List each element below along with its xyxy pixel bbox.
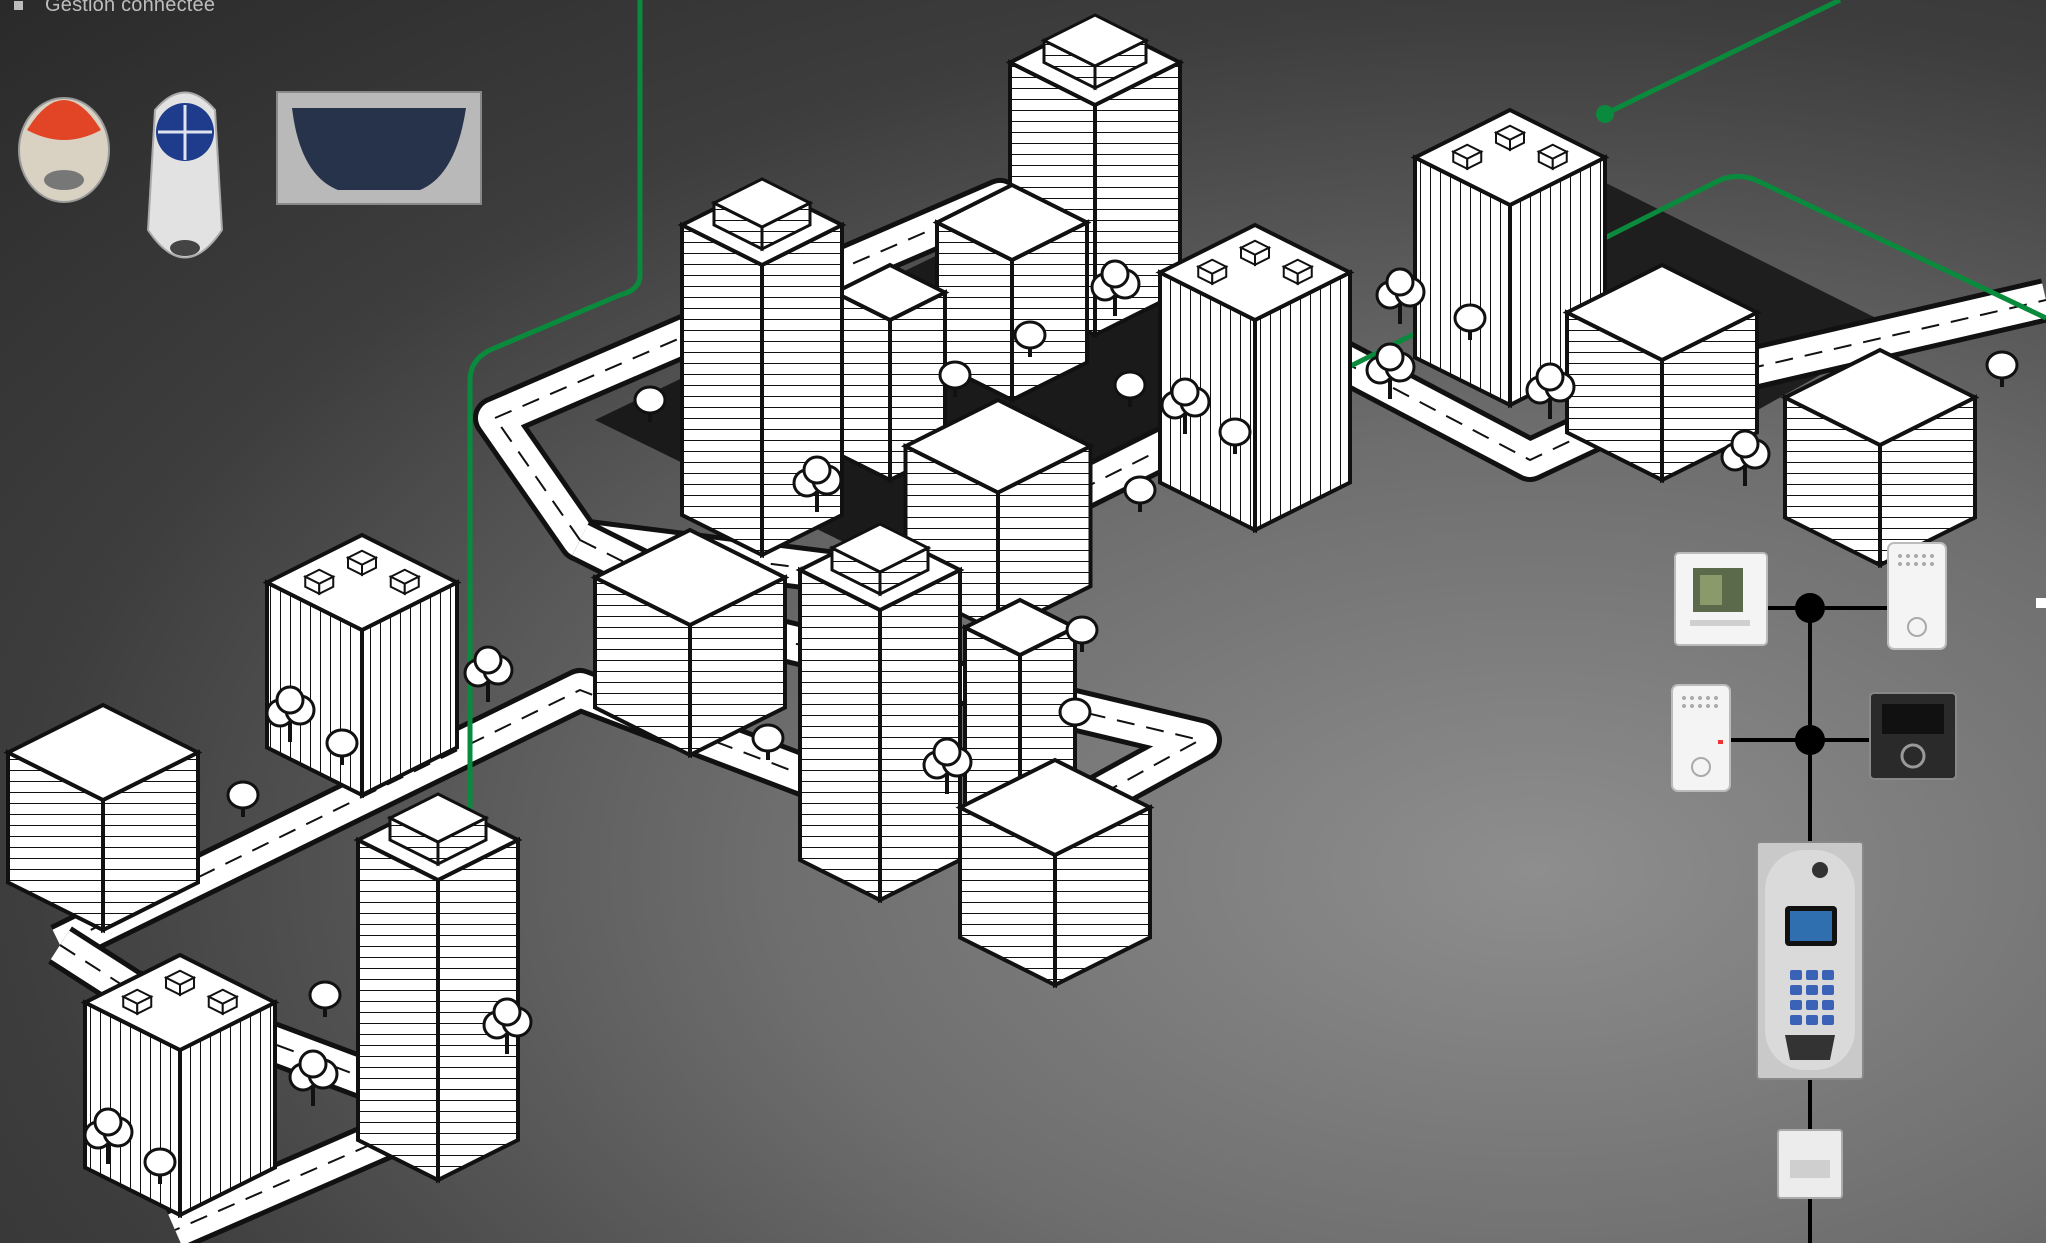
tree-icon bbox=[265, 685, 316, 742]
bus-junction bbox=[1795, 593, 1825, 623]
tree-icon bbox=[83, 1107, 134, 1164]
door-entry-panel-icon bbox=[1756, 841, 1864, 1080]
tower-building bbox=[795, 522, 965, 904]
audio-interphone-icon bbox=[1887, 542, 1947, 650]
tree-icon bbox=[792, 455, 843, 512]
office-building bbox=[590, 527, 790, 759]
street-lamp-icon bbox=[308, 980, 342, 1017]
street-lamp-icon bbox=[1058, 697, 1092, 734]
keyfob-red-icon bbox=[18, 97, 110, 203]
street-lamp-icon bbox=[633, 385, 667, 422]
bus-junction bbox=[1795, 725, 1825, 755]
video-monitor-black-icon bbox=[1869, 692, 1957, 780]
bus-junctions bbox=[1795, 593, 1825, 755]
remote-control-icon bbox=[146, 91, 224, 259]
network-links bbox=[467, 0, 2046, 1045]
caption: Gestion connectée bbox=[14, 0, 215, 17]
bullet-icon bbox=[14, 1, 23, 11]
caption-text: Gestion connectée bbox=[45, 0, 216, 16]
office-building bbox=[1562, 262, 1762, 484]
street-lamp-icon bbox=[1985, 350, 2019, 387]
power-supply-module-icon bbox=[1777, 1129, 1843, 1199]
link-left bbox=[467, 0, 643, 1045]
tree-icon bbox=[1090, 259, 1141, 316]
link-right bbox=[1305, 174, 2046, 391]
street-lamp-icon bbox=[1218, 417, 1252, 454]
tree-icon bbox=[463, 645, 514, 702]
tower-building bbox=[353, 792, 523, 1184]
tower-building bbox=[677, 177, 847, 559]
office-building bbox=[1780, 347, 1980, 569]
street-lamp-icon bbox=[1013, 320, 1047, 357]
tree-icon bbox=[1525, 362, 1576, 419]
street-lamp-icon bbox=[1123, 475, 1157, 512]
tree-icon bbox=[482, 997, 533, 1054]
office-building bbox=[262, 532, 462, 799]
office-building bbox=[955, 757, 1155, 989]
office-building bbox=[1155, 222, 1355, 534]
link-top-right bbox=[1603, 0, 1842, 117]
tree-icon bbox=[922, 737, 973, 794]
link-node bbox=[1596, 105, 1614, 123]
alarm-siren-icon bbox=[276, 91, 482, 205]
street-lamp-icon bbox=[143, 1147, 177, 1184]
audio-interphone-icon bbox=[1671, 684, 1731, 792]
office-building bbox=[3, 702, 203, 934]
street-lamp-icon bbox=[1065, 615, 1099, 652]
tree-icon bbox=[1720, 429, 1771, 486]
office-building bbox=[80, 952, 280, 1219]
street-lamp-icon bbox=[751, 723, 785, 760]
street-lamp-icon bbox=[1113, 370, 1147, 407]
street-props bbox=[83, 259, 2019, 1184]
tree-icon bbox=[1160, 377, 1211, 434]
tree-icon bbox=[288, 1049, 339, 1106]
edge-marker bbox=[2036, 598, 2046, 608]
tree-icon bbox=[1365, 342, 1416, 399]
street-lamp-icon bbox=[1453, 303, 1487, 340]
tree-icon bbox=[1375, 267, 1426, 324]
video-monitor-icon bbox=[1674, 552, 1768, 646]
buildings bbox=[3, 13, 1980, 1219]
street-lamp-icon bbox=[226, 780, 260, 817]
street-lamp-icon bbox=[325, 728, 359, 765]
street-lamp-icon bbox=[938, 360, 972, 397]
